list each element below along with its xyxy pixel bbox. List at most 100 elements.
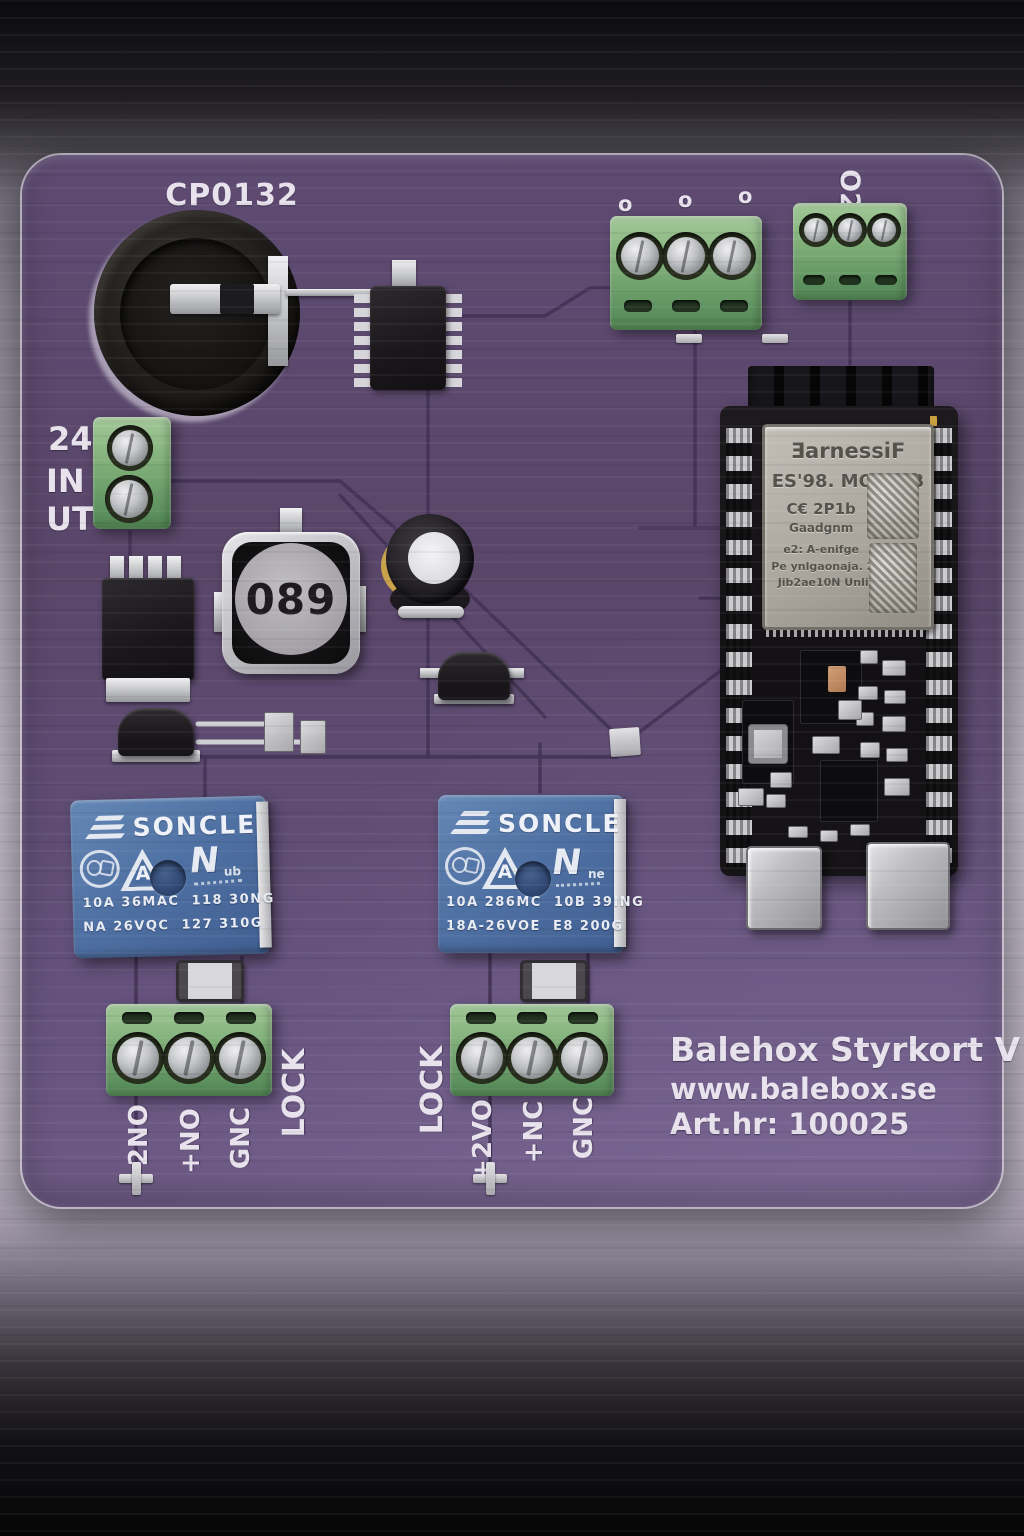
- battery-holder-label: CP0132: [165, 178, 299, 213]
- smd-pad: [300, 720, 326, 754]
- wire-slot: [466, 1012, 496, 1024]
- metal-can: [748, 724, 788, 764]
- terminal-block-relay1: [106, 1004, 272, 1096]
- power-label-24: 24: [48, 420, 93, 458]
- relay-hole: [149, 859, 187, 897]
- relay-spec-line: 18A-26VOE E8 200G: [446, 919, 624, 934]
- cert-circle-mark: [445, 847, 485, 885]
- wire-slot: [174, 1012, 204, 1024]
- solder-cross: [486, 1162, 495, 1195]
- smd-pad: [838, 700, 862, 720]
- ic-pin-top: [392, 260, 416, 290]
- wire-slot: [568, 1012, 598, 1024]
- board-artno: Art.hr: 100025: [670, 1107, 910, 1141]
- relay-brand: SONCLE: [498, 809, 622, 838]
- smd-resistor: [176, 960, 244, 1002]
- terminal-block-relay2: [450, 1004, 614, 1096]
- esp-shield: ƎarnessiF ES'98. MOON B C€ 2P1b Gaadgnm …: [762, 424, 934, 630]
- smd-pad: [766, 794, 786, 808]
- inductor-core: 089: [235, 543, 347, 655]
- reg-pin: [129, 556, 143, 584]
- relay-edge: [614, 799, 626, 947]
- shield-text: Jib2ae10N Unlig: [777, 576, 877, 589]
- wire-slot: [672, 300, 700, 312]
- shield-qr-blob: [867, 473, 919, 539]
- smd-pad: [860, 650, 878, 664]
- shield-text: e2: A-enifge: [783, 543, 859, 556]
- terminal-screw: [799, 213, 833, 247]
- relay-brand: SONCLE: [132, 809, 257, 842]
- via-pad: [609, 726, 641, 758]
- inductor: 089: [222, 532, 360, 674]
- terminal-screw: [708, 232, 756, 280]
- power-label-ut: UT: [46, 500, 94, 538]
- smd-pad: [850, 824, 870, 836]
- lock-label: LOCK: [277, 1048, 312, 1138]
- terminal-screw: [556, 1032, 608, 1084]
- terminal-mark-2: o: [678, 188, 693, 212]
- terminal-screw: [867, 213, 901, 247]
- esp-button-right: [866, 842, 950, 930]
- terminal-block-power: [93, 417, 171, 529]
- terminal-screw: [662, 232, 710, 280]
- transistor-lead: [420, 668, 442, 678]
- smd-pad: [886, 748, 908, 762]
- relay-spec-line: 10A 36MAC 118 30NG: [82, 891, 275, 912]
- transistor: [438, 652, 510, 700]
- esp-chip: [820, 760, 878, 822]
- wire-slot: [624, 300, 652, 312]
- cap-lead: [398, 606, 464, 618]
- terminal-screw: [616, 232, 664, 280]
- terminal-screw: [163, 1032, 215, 1084]
- terminal-screw: [506, 1032, 558, 1084]
- shield-text: ƎarnessiF: [790, 439, 906, 463]
- esp-button-left: [746, 846, 822, 930]
- solder-cross: [132, 1162, 141, 1195]
- terminal-block-o2: [793, 203, 907, 300]
- smd-pad: [264, 712, 294, 752]
- battery-cavity: [120, 238, 272, 390]
- smd-pad: [820, 830, 838, 842]
- terminal-screw: [456, 1032, 508, 1084]
- terminal-screw: [112, 1032, 164, 1084]
- cert-letter: A: [497, 861, 513, 883]
- reg-tab: [106, 678, 190, 702]
- cap-vent: [408, 532, 460, 584]
- esp-microtext-strip: [766, 630, 924, 637]
- terminal-screw: [214, 1032, 266, 1084]
- transistor-lead: [504, 668, 524, 678]
- solder-pad: [676, 334, 702, 343]
- shield-text: Gaadgnm: [788, 521, 854, 535]
- smd-resistor: [520, 960, 588, 1002]
- terminal-label: +NO: [176, 1108, 206, 1174]
- smd-pad: [858, 686, 878, 700]
- wire-slot: [803, 275, 825, 285]
- smd-pad: [770, 772, 792, 788]
- terminal-mark-1: o: [618, 192, 633, 216]
- cert-n-sub: ne: [588, 867, 605, 881]
- smd-pad: [882, 716, 906, 732]
- reg-pin: [148, 556, 162, 584]
- inductor-label: 089: [245, 574, 337, 624]
- smd-pad: [882, 660, 906, 676]
- transistor: [118, 708, 194, 756]
- wire-slot: [122, 1012, 152, 1024]
- power-label-in: IN: [46, 462, 85, 500]
- copper-part: [828, 666, 846, 692]
- wire-slot: [226, 1012, 256, 1024]
- solder-pad: [762, 334, 788, 343]
- terminal-mark-3: o: [738, 184, 753, 208]
- relay-logo-icon: [85, 811, 125, 843]
- wire-slot: [875, 275, 897, 285]
- relay-hole: [515, 861, 551, 897]
- shield-text: Pe ynlgaonaja. 2A: [771, 560, 883, 573]
- smd-pad: [884, 690, 906, 704]
- battery-clip-notch: [220, 284, 254, 314]
- wire-slot: [839, 275, 861, 285]
- smd-pad: [738, 788, 764, 806]
- smd-pad: [860, 742, 880, 758]
- terminal-screw: [107, 425, 153, 471]
- relay-spec-line: 10A 286MC 10B 39ING: [446, 895, 645, 910]
- smd-pad: [788, 826, 808, 838]
